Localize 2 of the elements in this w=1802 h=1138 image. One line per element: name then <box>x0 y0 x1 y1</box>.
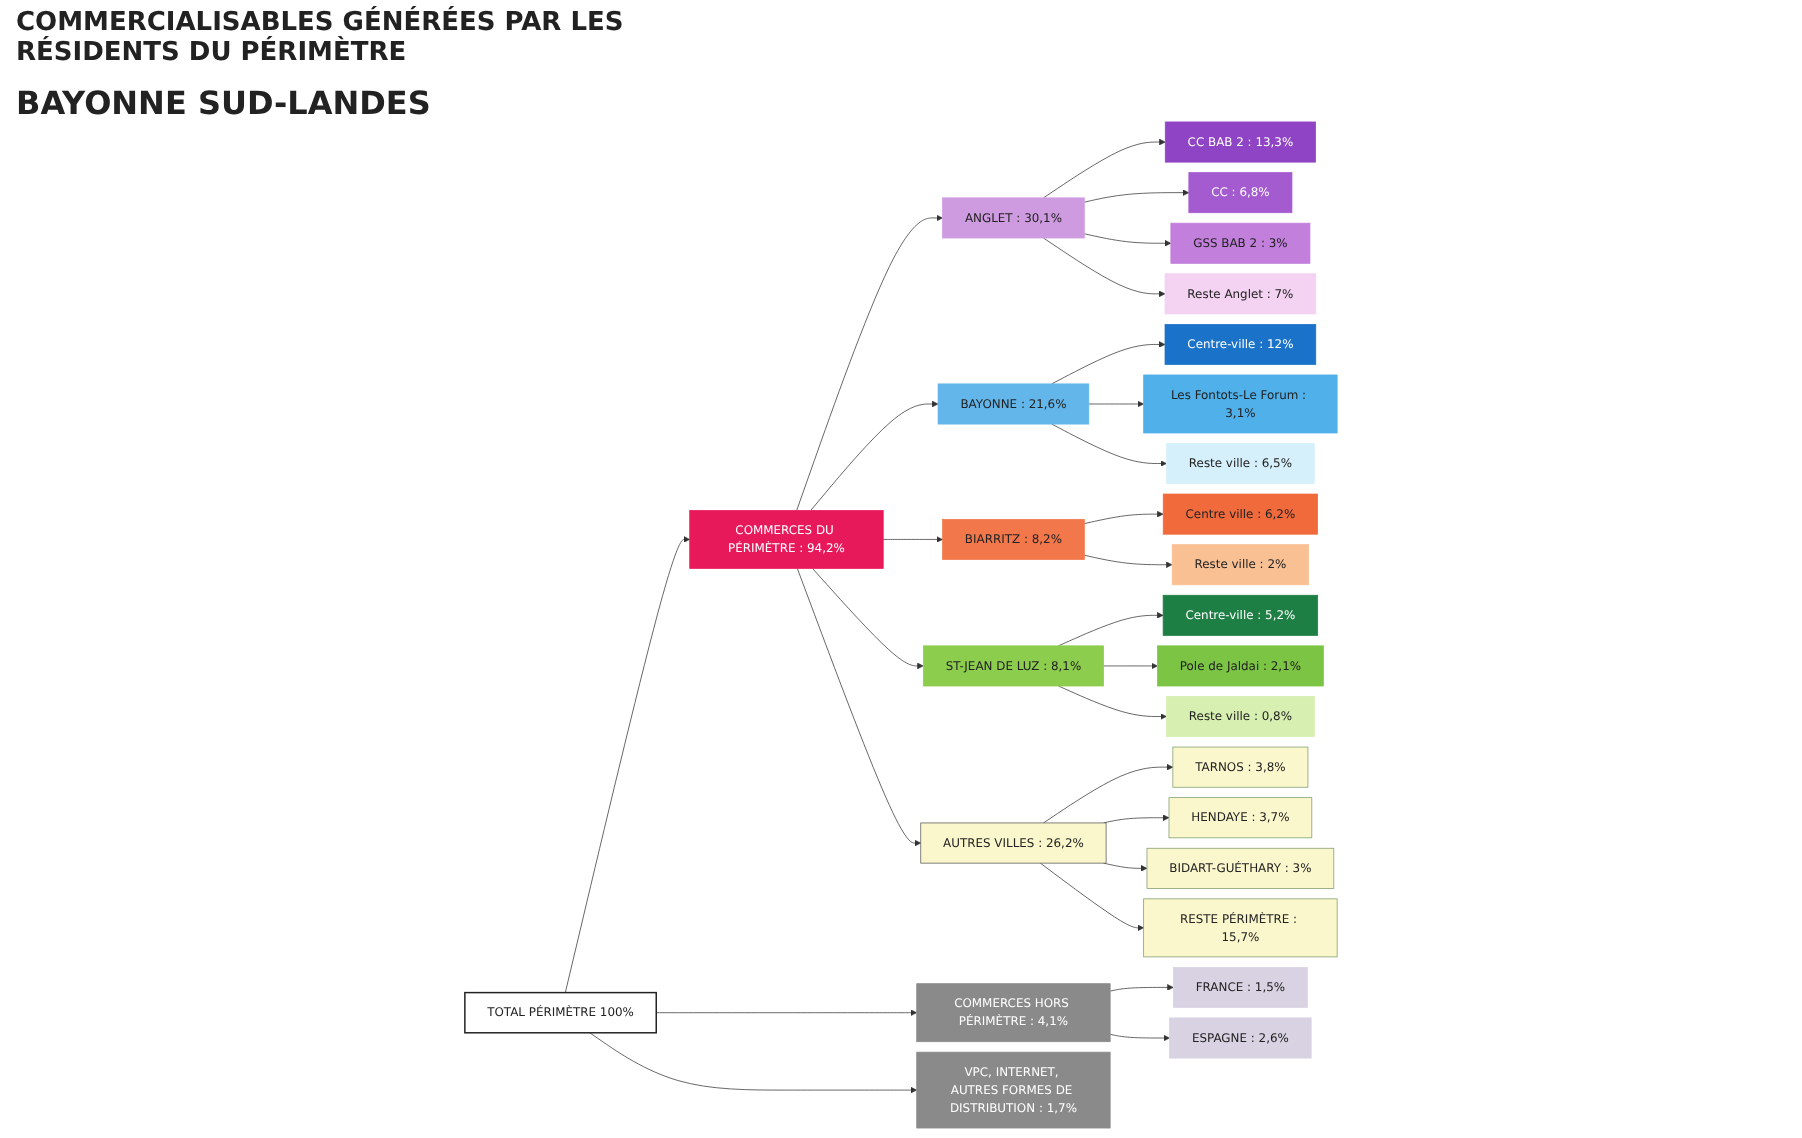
diagram-title: COMMERCIALISABLES GÉNÉRÉES PAR LES RÉSIDENTS DU PÉRIMÈTRE <box>16 8 626 68</box>
subtitle: BAYONNE SUD-LANDES <box>16 84 433 122</box>
